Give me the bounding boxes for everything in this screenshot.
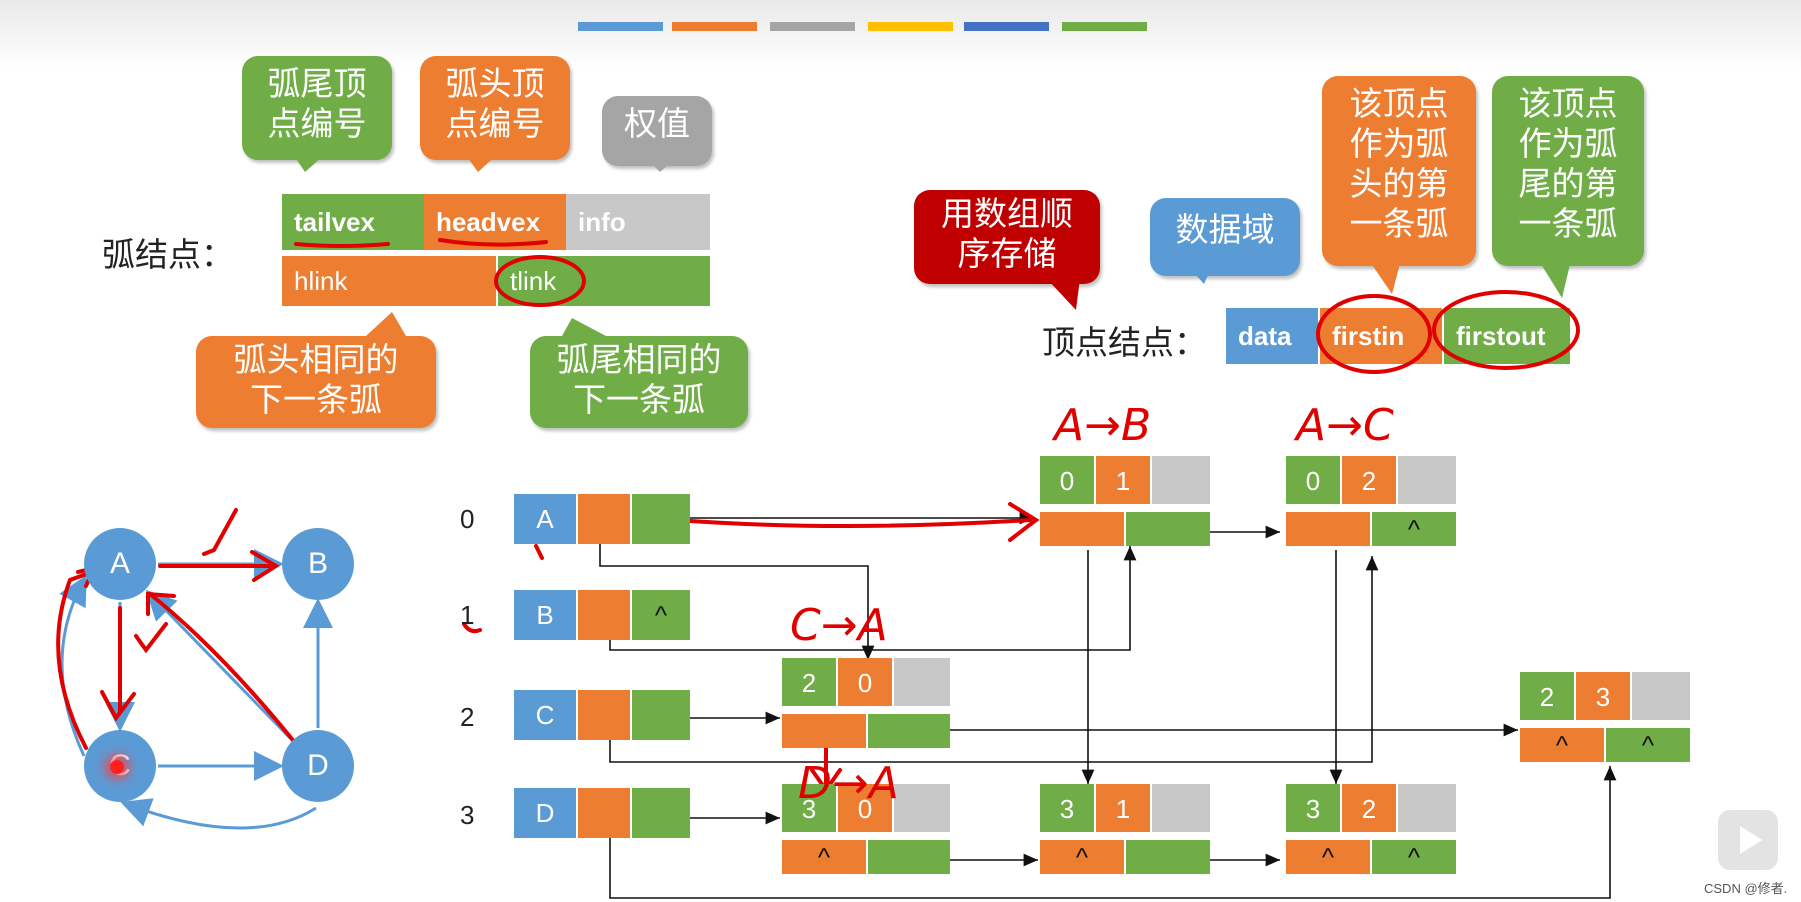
- arc-3-0-head: 0: [838, 784, 894, 832]
- arc-3-1-head: 1: [1096, 784, 1152, 832]
- arc-3-0-tail: 3: [782, 784, 838, 832]
- vertex-firstin-d: [578, 788, 632, 838]
- arc-2-3-head: 3: [1576, 672, 1632, 720]
- arc-3-1-hlink: ^: [1040, 840, 1126, 874]
- callout-headvex: 弧头顶 点编号: [420, 56, 570, 160]
- callout-tailvex: 弧尾顶 点编号: [242, 56, 392, 160]
- arc-0-2-info: [1398, 456, 1456, 504]
- arc-3-1-info: [1152, 784, 1210, 832]
- arc-2-3-tlink: ^: [1606, 728, 1690, 762]
- arc-2-0-head: 0: [838, 658, 894, 706]
- progress-bar-3: [770, 22, 855, 31]
- arc-2-0-hlink: [782, 714, 868, 748]
- vertex-firstin-c: [578, 690, 632, 740]
- field-data: data: [1226, 308, 1318, 364]
- callout-data: 数据域: [1150, 198, 1300, 276]
- arc-3-2-head: 2: [1342, 784, 1398, 832]
- graph-node-b: B: [282, 528, 354, 600]
- vertex-index-3: 3: [460, 800, 475, 830]
- arc-3-2-hlink: ^: [1286, 840, 1372, 874]
- play-icon[interactable]: [1718, 810, 1778, 870]
- vertex-firstout-c: [632, 690, 690, 740]
- field-tlink: tlink: [498, 256, 710, 306]
- arc-2-3-tail: 2: [1520, 672, 1576, 720]
- edge-d-c: [120, 798, 317, 830]
- arc-0-1-tail: 0: [1040, 456, 1096, 504]
- arc-0-2-hlink: [1286, 512, 1372, 546]
- arc-0-2-head: 2: [1342, 456, 1398, 504]
- annotation-a-to-c: A→C: [1296, 400, 1394, 451]
- watermark: CSDN @修者.: [1704, 881, 1788, 896]
- arc-2-0-info: [894, 658, 950, 706]
- field-hlink: hlink: [282, 256, 496, 306]
- arc-3-2-tlink: ^: [1372, 840, 1456, 874]
- vertex-firstin-a: [578, 494, 632, 544]
- callout-tlink: 弧尾相同的 下一条弧: [530, 336, 748, 428]
- field-tailvex: tailvex: [282, 194, 424, 250]
- arc-3-1-tail: 3: [1040, 784, 1096, 832]
- callout-array-storage: 用数组顺 序存储: [914, 190, 1100, 284]
- arc-2-0-tail: 2: [782, 658, 838, 706]
- arc-3-2-info: [1398, 784, 1456, 832]
- vertex-firstout-a: [632, 494, 690, 544]
- graph-node-d: D: [282, 730, 354, 802]
- arc-3-0-info: [894, 784, 950, 832]
- arc-2-3-info: [1632, 672, 1690, 720]
- vertex-data-c: C: [514, 690, 578, 740]
- callout-hlink: 弧头相同的 下一条弧: [196, 336, 436, 428]
- edge-d-a: [145, 589, 292, 740]
- vertex-data-a: A: [514, 494, 578, 544]
- arc-0-1-head: 1: [1096, 456, 1152, 504]
- arc-2-3-hlink: ^: [1520, 728, 1606, 762]
- callout-firstin: 该顶点 作为弧 头的第 一条弧: [1322, 76, 1476, 266]
- vertex-firstout-b: ^: [632, 590, 690, 640]
- callout-info: 权值: [602, 96, 712, 166]
- arc-2-0-tlink: [868, 714, 950, 748]
- arc-3-0-tlink: [868, 840, 950, 874]
- vertex-node-label: 顶点结点：: [1042, 323, 1207, 362]
- vertex-data-d: D: [514, 788, 578, 838]
- progress-bar-1: [578, 22, 663, 31]
- progress-bar-4: [868, 22, 953, 31]
- field-firstout: firstout: [1444, 308, 1570, 364]
- arc-0-2-tail: 0: [1286, 456, 1342, 504]
- vertex-firstout-d: [632, 788, 690, 838]
- arc-0-1-hlink: [1040, 512, 1126, 546]
- annotation-c-to-a: C→A: [790, 600, 888, 651]
- field-info: info: [566, 194, 710, 250]
- progress-bar-2: [672, 22, 757, 31]
- callout-firstout: 该顶点 作为弧 尾的第 一条弧: [1492, 76, 1644, 266]
- graph-node-a: A: [84, 528, 156, 600]
- arc-0-2-tlink: ^: [1372, 512, 1456, 546]
- arc-node-label: 弧结点：: [102, 235, 234, 274]
- vertex-index-1: 1: [460, 600, 475, 630]
- annotation-a-to-b: A→B: [1054, 400, 1152, 451]
- annotation-d-to-a: D→A: [798, 758, 899, 809]
- progress-bar-6: [1062, 22, 1147, 31]
- vertex-data-b: B: [514, 590, 578, 640]
- progress-bar-5: [964, 22, 1049, 31]
- arc-0-1-tlink: [1126, 512, 1210, 546]
- vertex-firstin-b: [578, 590, 632, 640]
- arc-3-1-tlink: [1126, 840, 1210, 874]
- cursor-highlight-dot: [110, 760, 124, 774]
- arc-3-2-tail: 3: [1286, 784, 1342, 832]
- vertex-index-0: 0: [460, 504, 475, 534]
- arc-3-0-hlink: ^: [782, 840, 868, 874]
- arc-0-1-info: [1152, 456, 1210, 504]
- vertex-index-2: 2: [460, 702, 475, 732]
- edge-c-a: [59, 574, 87, 757]
